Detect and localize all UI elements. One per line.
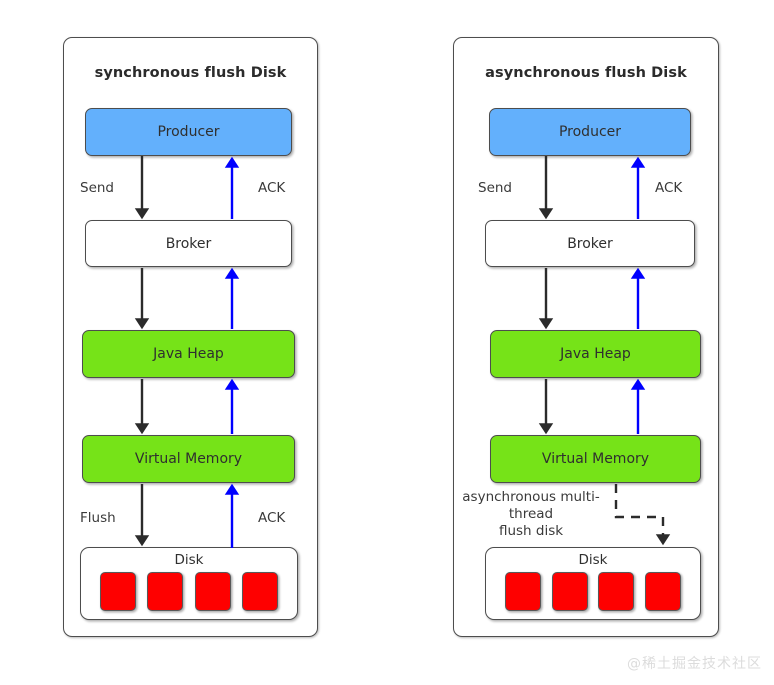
async-flush-note-line-1: asynchronous multi- xyxy=(462,489,600,505)
node-java-heap-asynchronous: Java Heap xyxy=(490,330,701,378)
disk-block xyxy=(504,572,541,611)
node-virtual-memory-synchronous: Virtual Memory xyxy=(82,435,295,483)
disk-block xyxy=(100,572,137,611)
disk-block xyxy=(598,572,635,611)
disk-block xyxy=(551,572,588,611)
panel-title-synchronous: synchronous flush Disk xyxy=(94,65,287,81)
edge-label-ack-bottom-synchronous: ACK xyxy=(258,510,286,526)
disk-block xyxy=(194,572,231,611)
async-flush-note-line-3: flush disk xyxy=(498,522,564,539)
disk-label: Disk xyxy=(578,552,608,568)
edge-label-send-synchronous: Send xyxy=(80,180,115,196)
node-java-heap-synchronous: Java Heap xyxy=(82,330,295,378)
node-label: Broker xyxy=(567,235,613,252)
disk-block xyxy=(147,572,184,611)
node-label: Virtual Memory xyxy=(134,451,243,467)
disk-label: Disk xyxy=(174,552,204,568)
node-broker-synchronous: Broker xyxy=(85,220,292,267)
node-label: Java Heap xyxy=(153,346,224,362)
edge-label-ack-top-asynchronous: ACK xyxy=(655,180,683,196)
node-label: Java Heap xyxy=(560,346,631,362)
node-virtual-memory-asynchronous: Virtual Memory xyxy=(490,435,701,483)
node-label: Virtual Memory xyxy=(541,451,650,467)
edge-label-send-asynchronous: Send xyxy=(478,180,513,196)
node-label: Producer xyxy=(558,124,622,140)
async-flush-note: asynchronous multi- thread flush disk xyxy=(459,489,603,540)
node-producer-synchronous: Producer xyxy=(85,108,292,156)
edge-label-flush-synchronous: Flush xyxy=(80,510,116,526)
node-label: Broker xyxy=(165,235,212,252)
disk-block xyxy=(645,572,682,611)
disk-container-asynchronous: Disk xyxy=(485,547,701,620)
disk-block xyxy=(241,572,278,611)
disk-blocks xyxy=(486,572,700,611)
async-flush-note-line-2: thread xyxy=(508,505,554,522)
disk-blocks xyxy=(81,572,297,611)
node-producer-asynchronous: Producer xyxy=(489,108,691,156)
edge-label-ack-top-synchronous: ACK xyxy=(258,180,286,196)
node-broker-asynchronous: Broker xyxy=(485,220,695,267)
disk-container-synchronous: Disk xyxy=(80,547,298,620)
panel-title-asynchronous: asynchronous flush Disk xyxy=(485,65,687,81)
node-label: Producer xyxy=(157,124,220,140)
watermark: @稀土掘金技术社区 xyxy=(627,656,762,672)
